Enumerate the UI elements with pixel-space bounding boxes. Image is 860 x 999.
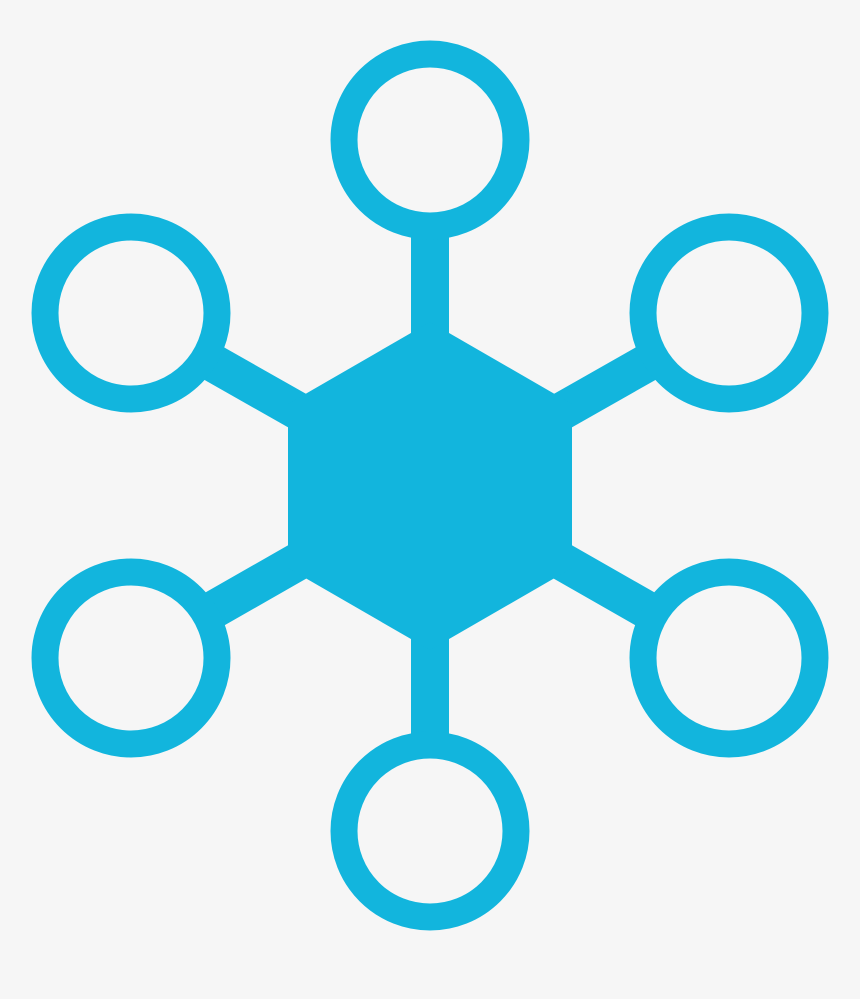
satellite-nodes (31, 40, 829, 931)
satellite-node-upper-right (629, 213, 829, 413)
center-hexagon (288, 322, 572, 650)
satellite-node-lower-right (629, 558, 829, 758)
satellite-node-lower-left (31, 558, 231, 758)
satellite-node-top (330, 40, 530, 240)
satellite-node-bottom (330, 731, 530, 931)
satellite-node-upper-left (31, 213, 231, 413)
